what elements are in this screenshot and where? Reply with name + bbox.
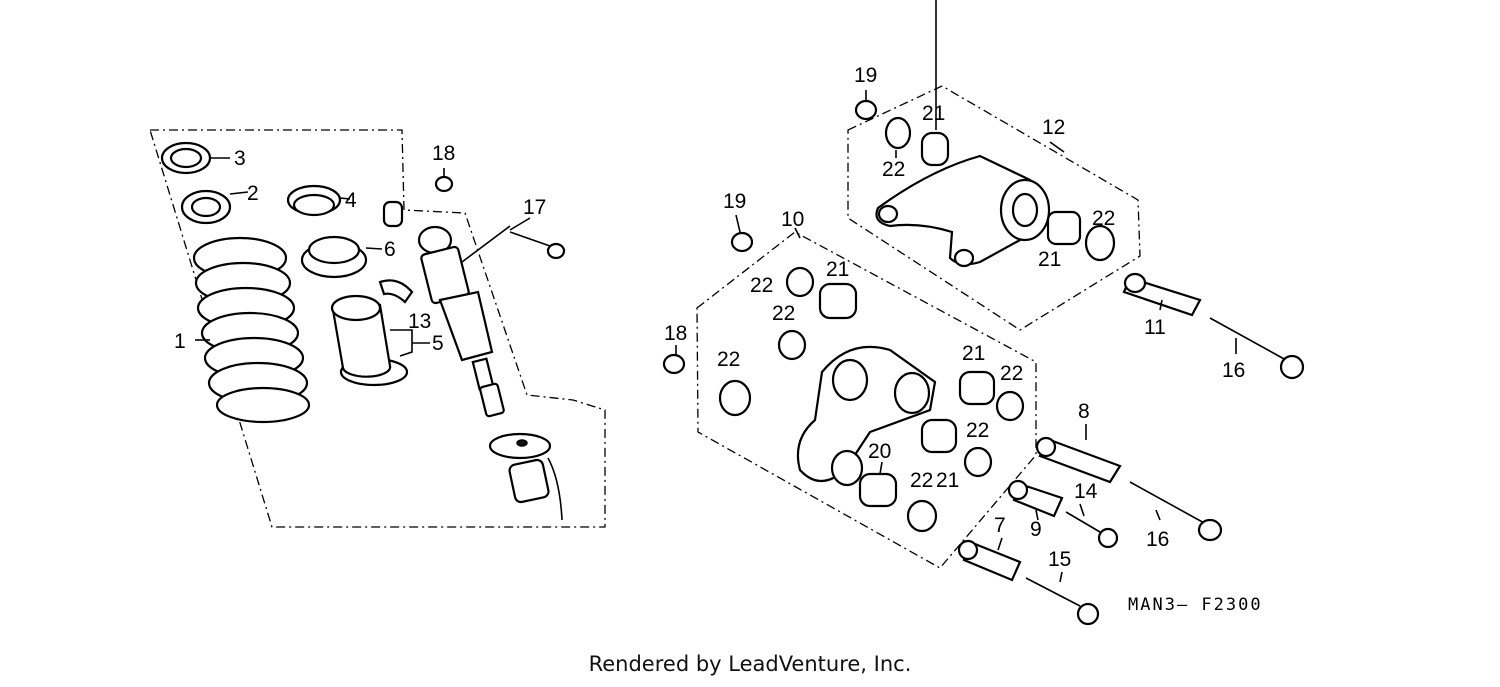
pipe-11 [1122, 272, 1202, 317]
callout-21-c: 21 [826, 258, 849, 281]
callout-22-h: 22 [910, 469, 933, 492]
bolt-15 [1025, 577, 1100, 626]
footer-credit: Rendered by LeadVenture, Inc. [588, 652, 912, 676]
nut-18-lower [662, 353, 686, 375]
bolt-16-upper [1209, 317, 1305, 380]
callout-22-c: 22 [750, 274, 773, 297]
bump-rubber-5 [330, 294, 409, 387]
shock-group-outline [149, 129, 606, 528]
callout-21-e: 21 [936, 469, 959, 492]
bolt-16-lower [1129, 481, 1223, 542]
bolt-17 [509, 231, 566, 260]
arm-group-outline [696, 231, 1037, 569]
callouts: 3 2 4 6 1 13 5 18 17 19 21 22 12 22 21 1… [174, 64, 1263, 615]
callout-14: 14 [1074, 480, 1098, 503]
callout-12: 12 [1042, 116, 1065, 139]
shock-body [382, 200, 563, 521]
callout-22-g: 22 [966, 419, 989, 442]
callout-10: 10 [781, 208, 804, 231]
callout-22-b: 22 [1092, 207, 1115, 230]
callout-22-d: 22 [772, 302, 795, 325]
callout-22-a: 22 [882, 158, 905, 181]
arm-10 [718, 266, 1025, 533]
callout-21-b: 21 [1038, 248, 1061, 271]
callout-21-d: 21 [962, 342, 985, 365]
nut-19-lower [730, 231, 754, 253]
callout-2: 2 [247, 182, 259, 205]
clip-13 [378, 279, 414, 304]
diagram-code: MAN3— F2300 [1128, 595, 1263, 615]
callout-9: 9 [1030, 518, 1042, 541]
callout-17: 17 [523, 196, 546, 219]
collar-7 [957, 539, 1022, 582]
callout-8: 8 [1078, 400, 1090, 423]
callout-18-upper: 18 [432, 142, 455, 165]
callout-1: 1 [174, 330, 186, 353]
callout-16-upper: 16 [1222, 359, 1245, 382]
nut-19-upper [854, 99, 878, 121]
callout-16-lower: 16 [1146, 528, 1169, 551]
collar-8 [1035, 436, 1122, 484]
callout-7: 7 [994, 514, 1006, 537]
link-group-outline [847, 85, 1141, 331]
callout-21-a: 21 [922, 102, 945, 125]
callout-11: 11 [1144, 316, 1166, 339]
leader-lines [195, 0, 1237, 583]
callout-6: 6 [384, 238, 396, 261]
callout-20: 20 [868, 440, 891, 463]
callout-19-lower: 19 [723, 190, 746, 213]
callout-18-lower: 18 [664, 322, 687, 345]
collar-9 [1007, 479, 1064, 518]
lock-nut-3 [160, 141, 212, 175]
callout-15: 15 [1048, 548, 1071, 571]
stopper-6 [300, 235, 368, 279]
callout-4: 4 [345, 189, 357, 212]
callout-13: 13 [408, 310, 431, 333]
spring-1 [192, 236, 311, 424]
spring-seat-4 [286, 184, 342, 217]
callout-22-e: 22 [717, 348, 740, 371]
adjusting-nut-2 [180, 189, 232, 225]
callout-22-f: 22 [1000, 362, 1023, 385]
nut-18-upper [434, 175, 454, 193]
callout-19-upper: 19 [854, 64, 877, 87]
link-12 [875, 116, 1116, 268]
bolt-14 [1065, 511, 1119, 549]
callout-3: 3 [234, 147, 246, 170]
callout-5: 5 [432, 332, 444, 355]
